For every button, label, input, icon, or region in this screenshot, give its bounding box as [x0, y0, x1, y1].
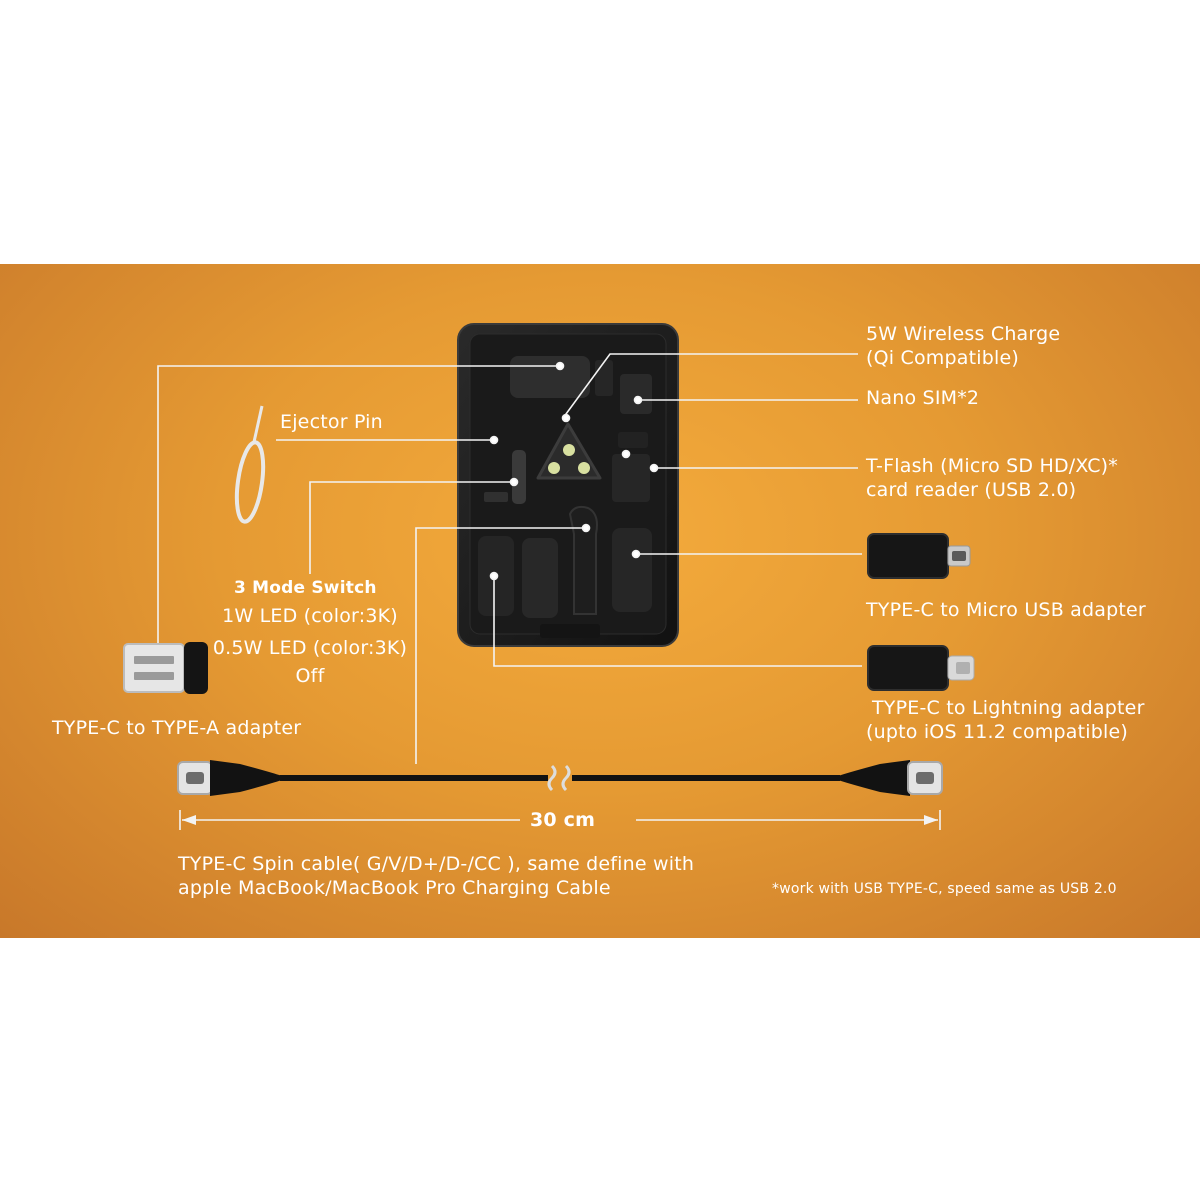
spin-cable-label: TYPE-C Spin cable( G/V/D+/D-/CC ), same … [178, 853, 695, 875]
product-diagram-panel: 5W Wireless Charge (Qi Compatible) Nano … [0, 264, 1200, 938]
mode-switch-option-2: 0.5W LED (color:3K) [212, 637, 408, 659]
type-a-adapter-label: TYPE-C to TYPE-A adapter [52, 717, 302, 739]
lightning-adapter-sublabel: (upto iOS 11.2 compatible) [866, 721, 1128, 743]
lightning-adapter-icon [867, 645, 975, 691]
type-a-adapter-icon [123, 642, 208, 694]
cable-length-label: 30 cm [530, 809, 596, 831]
tflash-label: T-Flash (Micro SD HD/XC)* [866, 455, 1118, 477]
tflash-sublabel: card reader (USB 2.0) [866, 479, 1077, 501]
ejector-pin-label: Ejector Pin [280, 411, 383, 433]
micro-usb-adapter-icon [867, 533, 971, 579]
spin-cable-icon [177, 760, 943, 796]
callout-lines [157, 353, 862, 764]
mode-switch-option-3: Off [295, 665, 325, 687]
spin-cable-sublabel: apple MacBook/MacBook Pro Charging Cable [178, 877, 611, 899]
wireless-charge-label: 5W Wireless Charge [866, 323, 1061, 345]
lightning-adapter-label: TYPE-C to Lightning adapter [872, 697, 1145, 719]
mode-switch-title: 3 Mode Switch [234, 578, 377, 598]
cable-length-dimension [179, 810, 941, 830]
led-light-icon [563, 444, 575, 456]
micro-usb-adapter-label: TYPE-C to Micro USB adapter [866, 599, 1146, 621]
diagram-graphics [123, 323, 975, 830]
footnote: *work with USB TYPE-C, speed same as USB… [772, 881, 1117, 897]
ejector-pin-icon [234, 405, 266, 524]
nano-sim-label: Nano SIM*2 [866, 387, 980, 409]
wireless-charge-sublabel: (Qi Compatible) [866, 347, 1019, 369]
mode-switch-option-1: 1W LED (color:3K) [222, 605, 398, 627]
multi-tool-card [457, 323, 679, 647]
